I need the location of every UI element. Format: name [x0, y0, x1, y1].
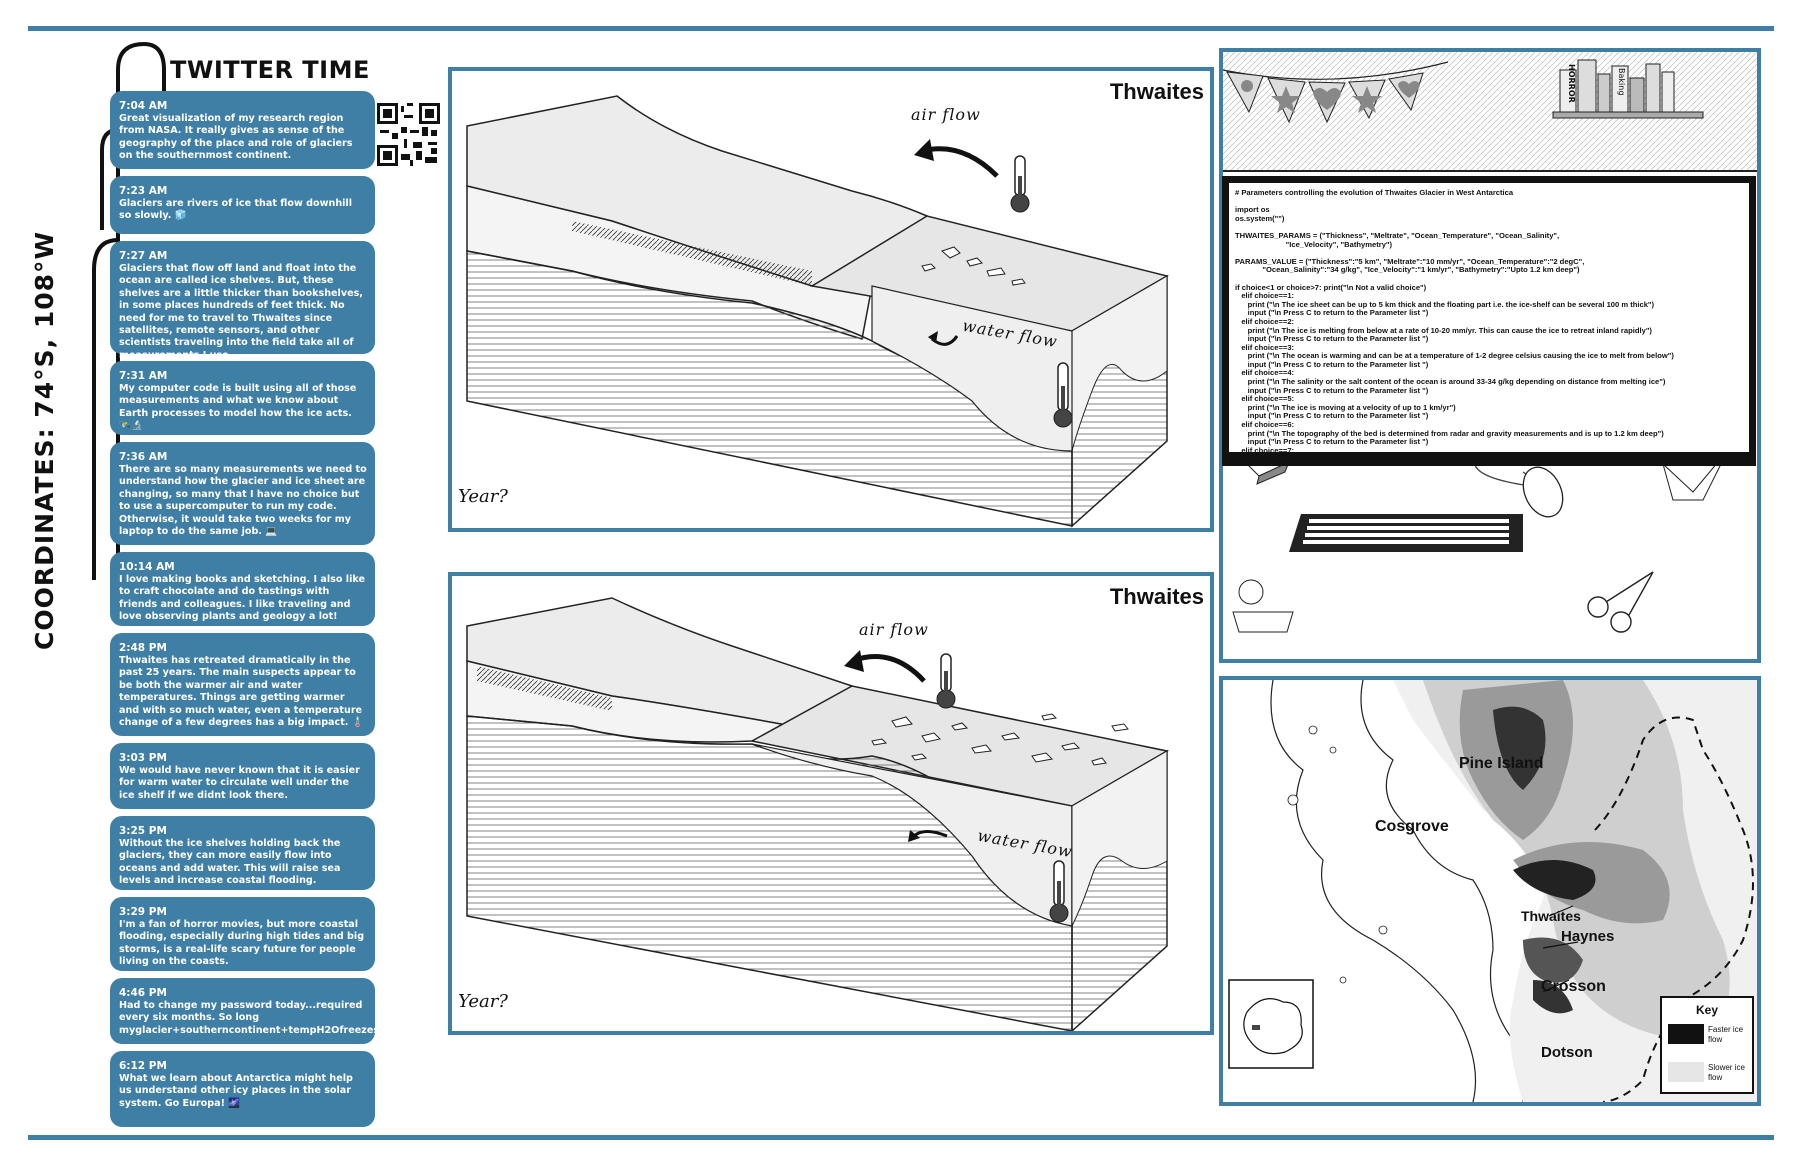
- tweet-time: 6:12 PM: [119, 1060, 167, 1072]
- thermometer-water-icon: [1049, 860, 1069, 923]
- qr-code-icon[interactable]: [377, 103, 440, 166]
- tweet-card: 6:12 PM What we learn about Antarctica m…: [110, 1051, 375, 1127]
- thermometer-water-icon: [1053, 362, 1073, 428]
- key-title: Key: [1696, 1003, 1719, 1017]
- tweet-card: 7:04 AM Great visualization of my resear…: [110, 91, 375, 169]
- tweet-time: 2:48 PM: [119, 642, 167, 654]
- thwaites-region-map: [1223, 680, 1757, 1102]
- keyboard-icon: [1289, 514, 1523, 552]
- code-text: # Parameters controlling the evolution o…: [1235, 188, 1674, 464]
- thermometer-air-icon: [936, 653, 956, 709]
- monitor-screen: # Parameters controlling the evolution o…: [1222, 176, 1756, 466]
- glacier-diagram-panel-2: Thwaites air flow water flow Year?: [448, 572, 1214, 1035]
- tweet-text: Thwaites has retreated dramatically in t…: [119, 655, 364, 729]
- tweet-card: 2:48 PM Thwaites has retreated dramatica…: [110, 633, 375, 736]
- tweet-text: My computer code is built using all of t…: [119, 383, 357, 432]
- tweet-text: Had to change my password today...requir…: [119, 1000, 383, 1036]
- tweet-card: 7:31 AM My computer code is built using …: [110, 361, 375, 435]
- antarctica-inset-icon: [1243, 998, 1303, 1055]
- year-label: Year?: [458, 991, 508, 1012]
- tweet-card: 3:25 PM Without the ice shelves holding …: [110, 816, 375, 890]
- diagram-title: Thwaites: [1109, 79, 1204, 104]
- coordinates-label: COORDINATES: 74°S, 108°W: [30, 230, 59, 650]
- air-flow-label: air flow: [859, 620, 929, 639]
- tweet-text: Glaciers are rivers of ice that flow dow…: [119, 198, 353, 222]
- tweet-card: 3:29 PM I'm a fan of horror movies, but …: [110, 897, 375, 971]
- book-label-horror: HORROR: [1567, 64, 1576, 103]
- tweet-text: I love making books and sketching. I als…: [119, 574, 365, 623]
- tweet-card: 7:23 AM Glaciers are rivers of ice that …: [110, 176, 375, 234]
- glacier-cross-section-1: [466, 95, 1169, 528]
- tweet-time: 7:27 AM: [119, 250, 168, 262]
- map-label-crosson: Crosson: [1541, 978, 1606, 995]
- tweet-card: 7:36 AM There are so many measurements w…: [110, 442, 375, 545]
- tweet-text: We would have never known that it is eas…: [119, 765, 360, 801]
- tweet-text: Great visualization of my research regio…: [119, 113, 353, 162]
- scissors-icon: [1587, 571, 1654, 633]
- tweet-time: 7:23 AM: [119, 185, 168, 197]
- tweet-card: 3:03 PM We would have never known that i…: [110, 743, 375, 809]
- tweet-time: 3:03 PM: [119, 752, 167, 764]
- air-flow-arrow-icon: [921, 146, 999, 178]
- air-flow-label: air flow: [911, 105, 981, 124]
- key-label-faster: Faster ice flow: [1708, 1025, 1744, 1044]
- tweet-text: What we learn about Antarctica might hel…: [119, 1073, 353, 1109]
- map-label-haynes: Haynes: [1561, 928, 1615, 945]
- tweet-time: 7:36 AM: [119, 451, 168, 463]
- map-label-cosgrove: Cosgrove: [1375, 818, 1449, 835]
- year-label: Year?: [458, 486, 508, 507]
- tweet-text: I'm a fan of horror movies, but more coa…: [119, 919, 365, 968]
- book-label-baking: Baking: [1617, 68, 1626, 96]
- glacier-cross-section-2: [466, 597, 1170, 1031]
- map-panel: Pine Island Cosgrove Thwaites Haynes Cro…: [1219, 676, 1761, 1106]
- map-label-pine-island: Pine Island: [1459, 755, 1544, 772]
- tweet-time: 7:04 AM: [119, 100, 168, 112]
- tweet-time: 3:29 PM: [119, 906, 167, 918]
- craft-tools-icon: [1232, 579, 1294, 633]
- diagram-title: Thwaites: [1109, 584, 1204, 609]
- bottom-rule: [28, 1135, 1774, 1140]
- tweet-time: 3:25 PM: [119, 825, 167, 837]
- tweet-text: Without the ice shelves holding back the…: [119, 838, 341, 887]
- tweet-time: 4:46 PM: [119, 987, 167, 999]
- tweet-time: 10:14 AM: [119, 561, 175, 573]
- twitter-title: TWITTER TIME: [170, 56, 370, 84]
- tweet-text: Glaciers that flow off land and float in…: [119, 263, 363, 361]
- origami-crane-icon: [1662, 449, 1729, 501]
- top-rule: [28, 26, 1774, 31]
- key-swatch-slower: [1668, 1062, 1704, 1082]
- map-key: Key Faster ice flow Slower ice flow: [1660, 996, 1754, 1094]
- key-swatch-faster: [1668, 1024, 1704, 1044]
- thermometer-air-icon: [1010, 155, 1030, 213]
- key-label-slower: Slower ice flow: [1708, 1063, 1745, 1082]
- desk-illustration: [1223, 52, 1757, 633]
- tweet-card: 7:27 AM Glaciers that flow off land and …: [110, 241, 375, 361]
- tweet-card: 10:14 AM I love making books and sketchi…: [110, 552, 375, 626]
- tweet-time: 7:31 AM: [119, 370, 168, 382]
- map-label-thwaites: Thwaites: [1521, 908, 1581, 924]
- tweet-card: 4:46 PM Had to change my password today.…: [110, 978, 383, 1044]
- tweet-text: There are so many measurements we need t…: [119, 464, 367, 538]
- map-label-dotson: Dotson: [1541, 1044, 1593, 1061]
- glacier-diagram-panel-1: Thwaites air flow water flow Year?: [448, 67, 1214, 532]
